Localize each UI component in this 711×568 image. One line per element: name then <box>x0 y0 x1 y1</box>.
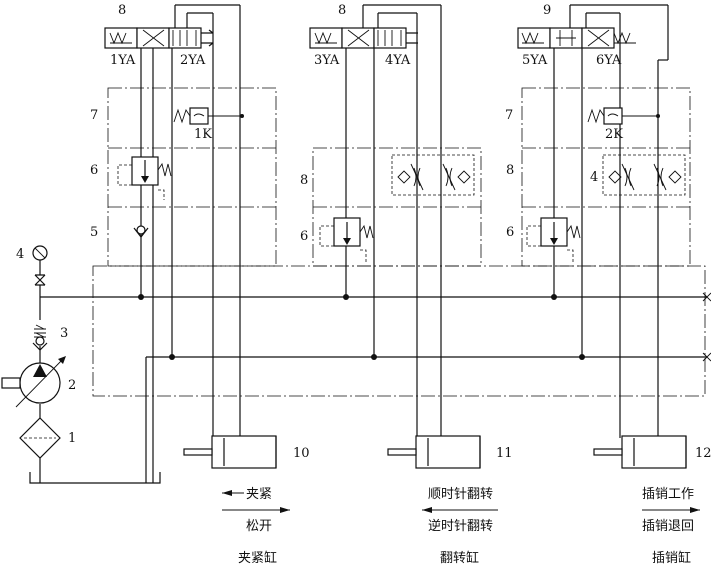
label-12: 12 <box>695 446 711 461</box>
junction-dot <box>343 294 349 300</box>
valve-9-pin <box>517 4 669 438</box>
check-valve-5 <box>133 225 149 238</box>
junction-dot <box>551 294 557 300</box>
label-2: 2 <box>68 378 76 393</box>
label-1ya: 1YA <box>110 53 136 68</box>
label-10: 10 <box>293 446 310 461</box>
label-1: 1 <box>68 431 76 446</box>
label-8: 8 <box>300 173 308 188</box>
label-6ya: 6YA <box>596 53 622 68</box>
label-8: 8 <box>338 3 346 18</box>
label-8: 8 <box>118 3 126 18</box>
junction-dot <box>371 354 377 360</box>
caption-clockwise-flip: 顺时针翻转 <box>428 487 493 502</box>
valve-8-clamp <box>104 4 241 483</box>
throttle-check-4-right <box>602 154 686 196</box>
cylinder-12 <box>593 435 687 469</box>
caption-pin-cylinder: 插销缸 <box>652 550 691 566</box>
reducing-valve-6-left <box>117 156 172 200</box>
caption-release: 松开 <box>246 519 272 534</box>
caption-pin-return: 插销退回 <box>642 519 694 534</box>
label-6: 6 <box>300 229 308 244</box>
caption-pin-work: 插销工作 <box>642 487 694 502</box>
label-2k: 2K <box>605 127 623 142</box>
manifold-outline <box>92 87 706 397</box>
oil-tank <box>29 472 161 484</box>
junction-dot <box>579 354 585 360</box>
label-4: 4 <box>590 170 598 185</box>
label-5ya: 5YA <box>522 53 548 68</box>
label-5: 5 <box>90 225 98 240</box>
pressure-switch-7-left <box>173 107 244 125</box>
caption-clamp-cylinder: 夹紧缸 <box>238 550 277 566</box>
arrow-left-icon <box>222 490 244 496</box>
label-7: 7 <box>505 108 513 123</box>
label-6: 6 <box>90 163 98 178</box>
label-6: 6 <box>506 225 514 240</box>
valve-8-flip <box>309 4 442 438</box>
label-7: 7 <box>90 108 98 123</box>
junction-dot <box>138 294 144 300</box>
label-3ya: 3YA <box>314 53 340 68</box>
reducing-valve-6-mid <box>319 217 374 262</box>
reducing-valve-6-right <box>526 217 581 262</box>
caption-clamp: 夹紧 <box>246 487 272 502</box>
check-valve-3 <box>32 297 48 351</box>
variable-pump-2 <box>1 346 66 408</box>
label-2ya: 2YA <box>180 53 206 68</box>
label-4ya: 4YA <box>385 53 411 68</box>
arrow-left-icon <box>422 507 498 513</box>
filter-1 <box>19 404 61 483</box>
pressure-switch-7-right <box>587 107 660 125</box>
label-4: 4 <box>16 247 24 262</box>
gauge-switch-4 <box>32 245 48 297</box>
arrow-right-icon <box>222 507 290 513</box>
label-9: 9 <box>543 3 551 18</box>
cylinder-10 <box>183 435 277 469</box>
throttle-check-4-mid <box>391 154 475 196</box>
cylinder-11 <box>387 435 481 469</box>
caption-counterclockwise-flip: 逆时针翻转 <box>428 518 493 534</box>
label-11: 11 <box>496 446 513 461</box>
label-8: 8 <box>506 163 514 178</box>
arrow-right-icon <box>642 507 700 513</box>
pipeline-end-marks <box>702 292 711 362</box>
label-1k: 1K <box>194 127 212 142</box>
label-3: 3 <box>60 326 68 341</box>
caption-flip-cylinder: 翻转缸 <box>440 550 479 566</box>
